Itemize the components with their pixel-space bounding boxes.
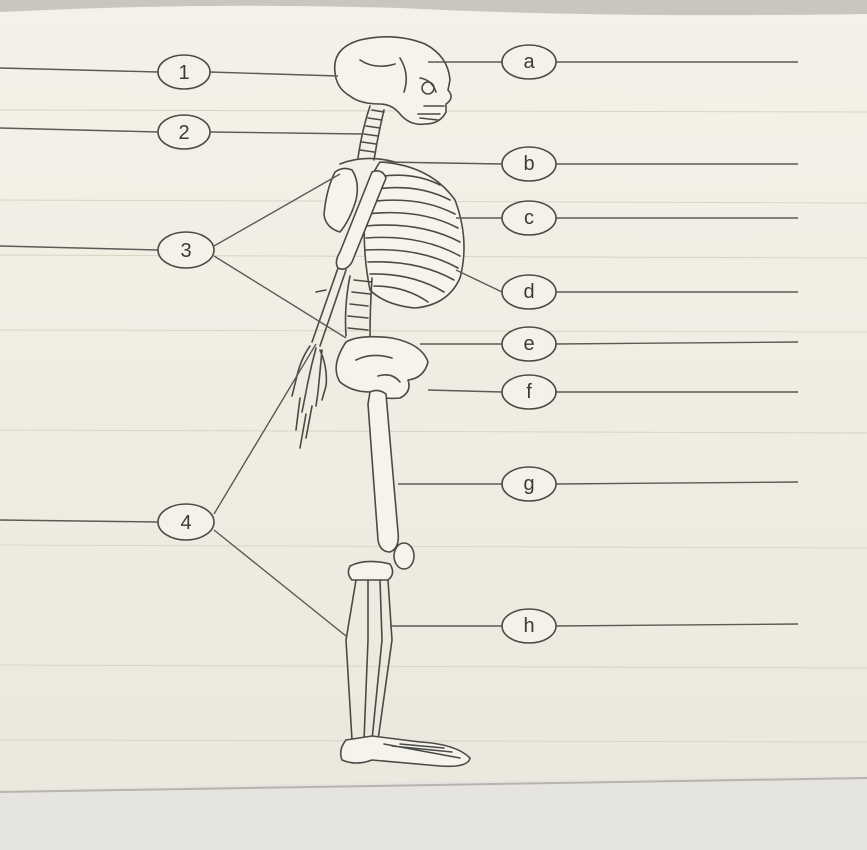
label-text-f: f [526,381,532,403]
label-text-d: d [523,281,534,303]
label-text-h: h [523,615,534,637]
knee-joint [348,561,392,580]
label-text-b: b [523,153,534,175]
letter-label-f: f [502,375,556,409]
label-text-e: e [523,333,534,355]
label-text-g: g [523,473,534,495]
numbered-label-3: 3 [158,232,214,268]
label-text-2: 2 [178,122,189,144]
letter-label-b: b [502,147,556,181]
letter-label-e: e [502,327,556,361]
patella [394,543,414,569]
numbered-label-2: 2 [158,115,210,149]
label-text-1: 1 [178,62,189,84]
numbered-label-1: 1 [158,55,210,89]
letter-label-d: d [502,275,556,309]
numbered-label-4: 4 [158,504,214,540]
label-text-a: a [523,51,535,73]
label-text-c: c [524,207,534,229]
letter-label-c: c [502,201,556,235]
letter-label-g: g [502,467,556,501]
label-text-4: 4 [180,512,191,534]
label-text-3: 3 [180,240,191,262]
letter-label-h: h [502,609,556,643]
letter-label-a: a [502,45,556,79]
